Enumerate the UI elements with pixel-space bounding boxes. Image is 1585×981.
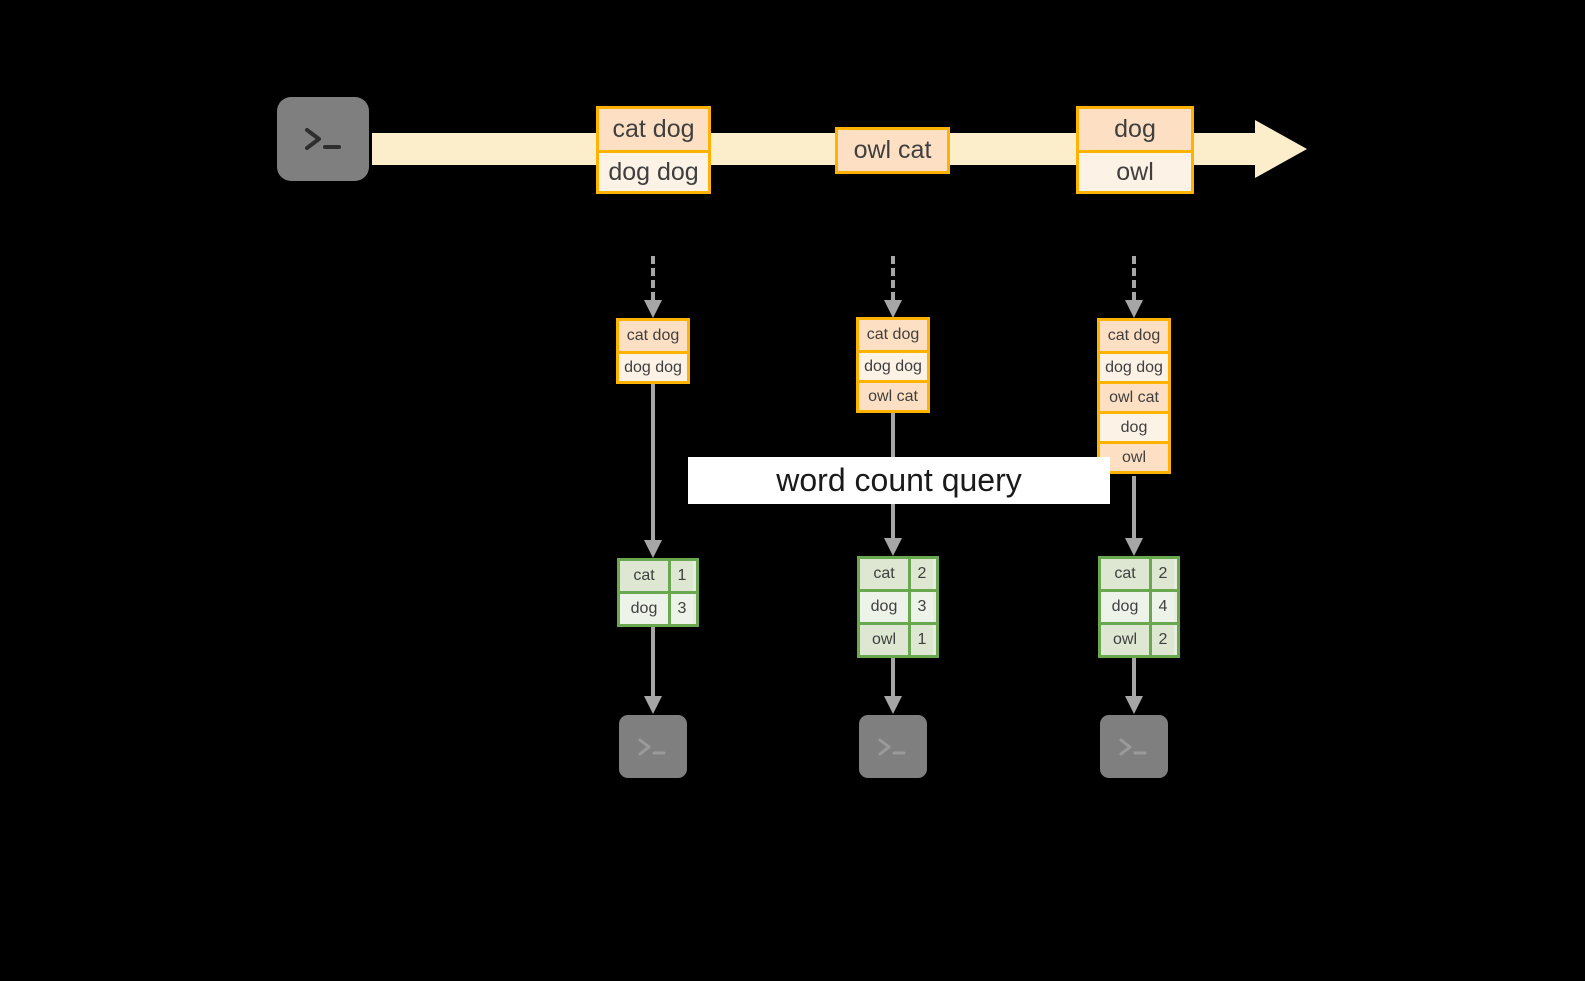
stream-record: dog dog [599, 150, 708, 191]
snapshot-record: dog dog [619, 351, 687, 381]
snapshot-record: dog dog [859, 350, 927, 380]
result-table-1: cat 1 dog 3 [617, 558, 699, 627]
result-count: 1 [668, 561, 693, 591]
result-word: cat [860, 559, 908, 589]
snapshot-2-records: cat dog dog dog owl cat [856, 317, 930, 413]
stream-group-2: owl cat [835, 127, 950, 174]
prompt-glyph [619, 715, 687, 778]
result-count: 2 [1149, 559, 1174, 589]
stream-arrow-head [1255, 120, 1307, 178]
result-table-2: cat 2 dog 3 owl 1 [857, 556, 939, 658]
stream-group-3: dog owl [1076, 106, 1194, 194]
result-table-3: cat 2 dog 4 owl 2 [1098, 556, 1180, 658]
snapshot-record: owl [1100, 441, 1168, 471]
result-word: cat [620, 561, 668, 591]
result-count: 4 [1149, 592, 1174, 622]
result-count: 3 [668, 594, 693, 624]
result-row: dog 3 [860, 589, 936, 622]
sink-terminal-icon-1 [612, 708, 694, 785]
result-row: cat 1 [620, 561, 696, 591]
result-word: dog [620, 594, 668, 624]
snapshot-record: cat dog [859, 320, 927, 350]
snapshot-3-records: cat dog dog dog owl cat dog owl [1097, 318, 1171, 474]
query-banner-label: word count query [776, 462, 1022, 498]
stream-record: cat dog [599, 109, 708, 150]
stream-group-1: cat dog dog dog [596, 106, 711, 194]
result-word: dog [1101, 592, 1149, 622]
stream-record: owl [1079, 150, 1191, 191]
result-word: owl [1101, 625, 1149, 655]
result-row: dog 4 [1101, 589, 1177, 622]
result-count: 1 [908, 625, 933, 655]
sink-terminal-icon-3 [1093, 708, 1175, 785]
snapshot-record: owl cat [859, 380, 927, 410]
snapshot-record: dog dog [1100, 351, 1168, 381]
result-row: cat 2 [1101, 559, 1177, 589]
result-word: owl [860, 625, 908, 655]
result-row: cat 2 [860, 559, 936, 589]
stream-record: dog [1079, 109, 1191, 150]
result-word: dog [860, 592, 908, 622]
prompt-glyph [277, 97, 369, 181]
snapshot-record: owl cat [1100, 381, 1168, 411]
prompt-glyph [1100, 715, 1168, 778]
result-count: 3 [908, 592, 933, 622]
snapshot-record: cat dog [1100, 321, 1168, 351]
snapshot-record: dog [1100, 411, 1168, 441]
result-count: 2 [908, 559, 933, 589]
result-row: dog 3 [620, 591, 696, 624]
result-row: owl 2 [1101, 622, 1177, 655]
snapshot-record: cat dog [619, 321, 687, 351]
result-row: owl 1 [860, 622, 936, 655]
result-word: cat [1101, 559, 1149, 589]
snapshot-1-records: cat dog dog dog [616, 318, 690, 384]
source-terminal-icon [268, 88, 378, 190]
query-banner: word count query [688, 457, 1110, 504]
prompt-glyph [859, 715, 927, 778]
result-count: 2 [1149, 625, 1174, 655]
sink-terminal-icon-2 [852, 708, 934, 785]
stream-record: owl cat [838, 130, 947, 171]
